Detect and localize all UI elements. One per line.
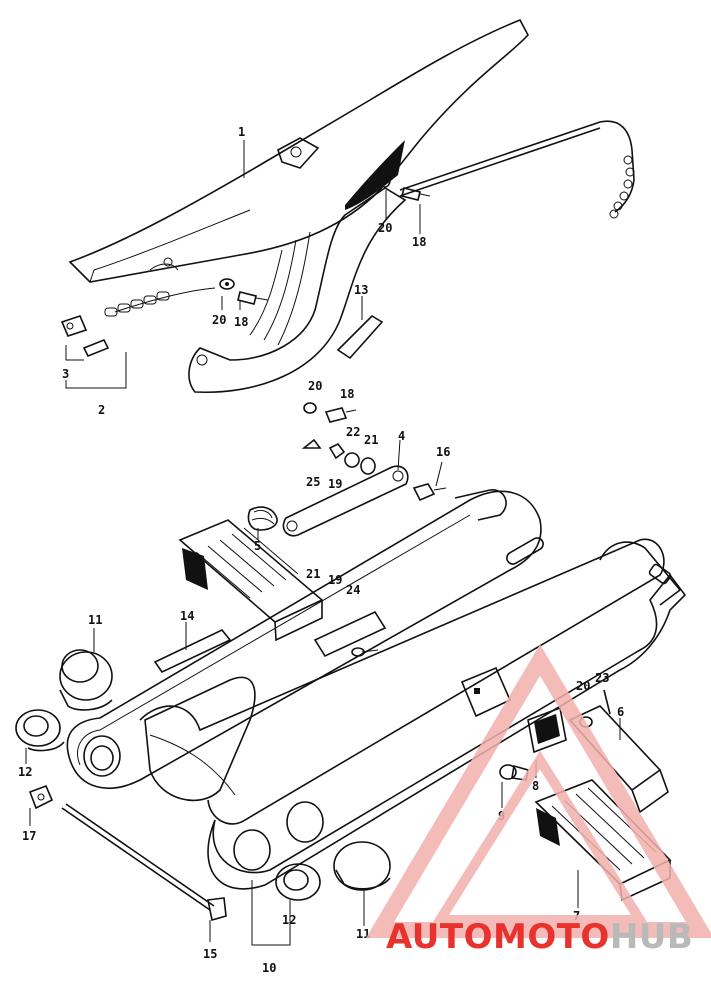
label-20-low: 20 (308, 379, 322, 393)
label-11-bottom: 11 (356, 927, 370, 941)
collar-12 (15, 709, 321, 901)
label-20-right: 20 (576, 679, 590, 693)
label-12-left: 12 (18, 765, 32, 779)
master-link (60, 315, 110, 358)
label-18-top: 18 (412, 235, 426, 249)
label-2: 2 (98, 403, 105, 417)
label-5: 5 (254, 539, 261, 553)
drive-chain (104, 120, 635, 317)
torque-link (282, 465, 409, 537)
label-21-upper: 21 (364, 433, 378, 447)
chain-guard (188, 187, 407, 394)
pivot-bolt (61, 803, 227, 922)
label-4: 4 (398, 429, 405, 443)
label-24: 24 (346, 583, 360, 597)
label-15: 15 (203, 947, 217, 961)
nut-17 (28, 784, 54, 810)
watermark-auto: AUTO (386, 917, 493, 957)
label-23: 23 (595, 671, 609, 685)
small-hardware (301, 402, 447, 502)
label-18-mid: 18 (234, 315, 248, 329)
watermark-triangle-icon (365, 644, 711, 938)
watermark: AUTOMOTOHUB (365, 644, 711, 957)
svg-text:AUTOMOTOHUB: AUTOMOTOHUB (386, 917, 693, 957)
label-13: 13 (354, 283, 368, 297)
label-11-top: 11 (88, 613, 102, 627)
chain-case (68, 18, 529, 283)
label-16: 16 (436, 445, 450, 459)
watermark-moto: MOTO (493, 917, 610, 957)
label-19-upper: 19 (328, 477, 342, 491)
label-10: 10 (262, 961, 276, 975)
footrest-right (534, 779, 672, 902)
label-14: 14 (180, 609, 194, 623)
label-12-bottom: 12 (282, 913, 296, 927)
bushing-11 (59, 649, 391, 891)
label-17: 17 (22, 829, 36, 843)
label-20-mid: 20 (212, 313, 226, 327)
leader-lines (25, 140, 621, 946)
swing-arm (66, 489, 687, 890)
footrest-left (178, 519, 324, 642)
label-20-top: 20 (378, 221, 392, 235)
stay-plate (153, 629, 232, 674)
bolts-upper (219, 172, 431, 305)
label-3: 3 (62, 367, 69, 381)
rubber-spring (247, 506, 278, 531)
label-6: 6 (617, 705, 624, 719)
label-25: 25 (306, 475, 320, 489)
label-19-lower: 19 (328, 573, 342, 587)
label-8: 8 (532, 779, 539, 793)
part-labels: 1 2 3 4 5 6 7 8 9 10 11 11 12 12 13 14 1… (18, 125, 624, 975)
label-21-lower: 21 (306, 567, 320, 581)
label-1: 1 (238, 125, 245, 139)
label-18-low: 18 (340, 387, 354, 401)
watermark-hub: HUB (610, 917, 693, 957)
label-22: 22 (346, 425, 360, 439)
